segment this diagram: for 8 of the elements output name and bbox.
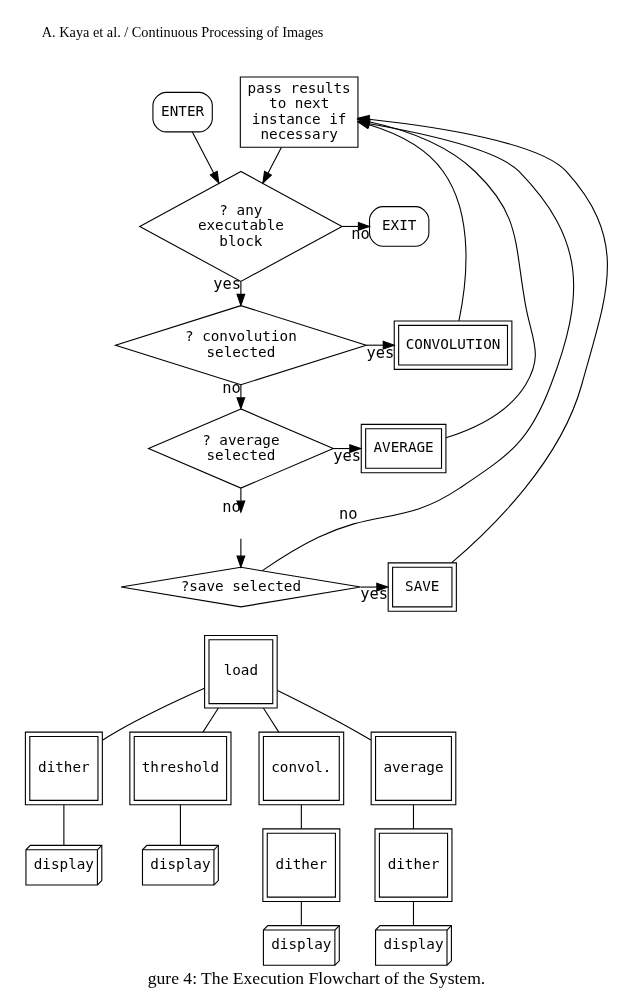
caption: gure 4: The Execution Flowchart of the System. [147, 967, 486, 988]
edge-label: yes [360, 585, 388, 604]
label: A. Kaya et al. / Continuous Processing of Images [41, 23, 324, 40]
edge-label: no [222, 498, 241, 517]
edge-label: no [351, 224, 370, 243]
edge-label: no [339, 504, 358, 523]
edge-label: yes [333, 446, 361, 465]
edge-label: yes [366, 343, 395, 362]
